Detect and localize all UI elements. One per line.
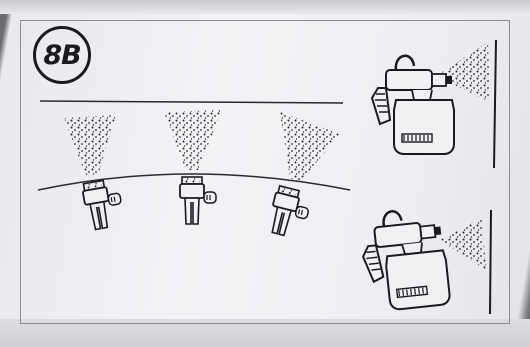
- spray-cone: [64, 115, 116, 176]
- spray-cone: [280, 112, 340, 182]
- vertical-rule-top: [494, 40, 496, 168]
- spray-gun-side-horizontal-icon: [372, 42, 490, 154]
- spray-cone: [436, 42, 490, 102]
- spray-gun-upright-icon: [164, 110, 222, 224]
- vertical-rule-bottom: [490, 210, 491, 314]
- spray-cone: [164, 110, 222, 170]
- spray-gun-side-angled-icon: [359, 206, 486, 312]
- spray-gun-tilted-left-icon: [64, 115, 125, 231]
- divider-line: [40, 101, 343, 103]
- spray-gun-tilted-right-icon: [266, 112, 340, 240]
